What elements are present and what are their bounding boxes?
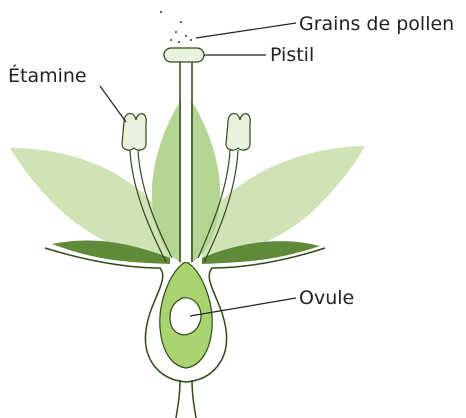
- ovule-shape: [170, 298, 201, 335]
- stem: [176, 380, 196, 418]
- right-anther: [226, 113, 250, 150]
- pollen-grains: [160, 11, 192, 43]
- stigma: [164, 48, 204, 62]
- pistil-label: Pistil: [270, 44, 314, 66]
- left-anther: [122, 113, 146, 150]
- pollen-label: Grains de pollen: [299, 13, 454, 35]
- ovule-label: Ovule: [299, 287, 354, 309]
- pollen-leader-line: [196, 23, 296, 38]
- stamen-leader-line: [100, 86, 126, 122]
- stamen-label: Étamine: [8, 64, 87, 87]
